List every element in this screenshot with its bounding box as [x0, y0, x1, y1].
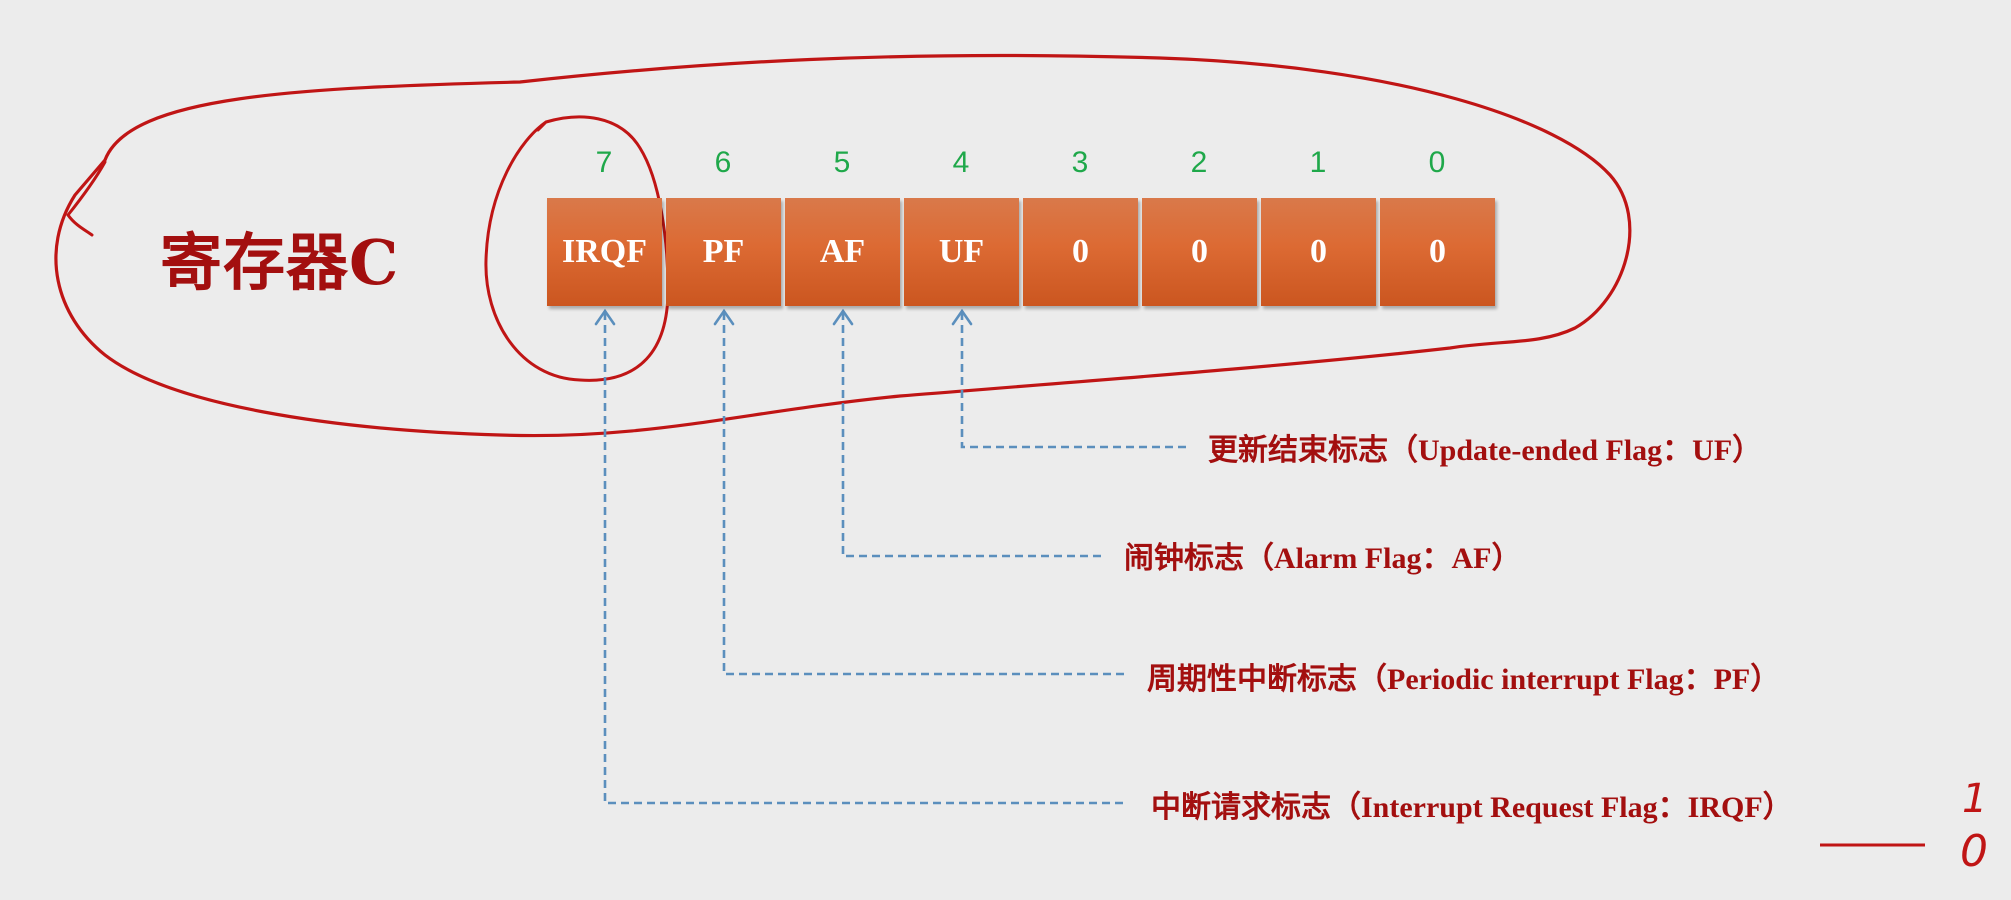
bit-cell-af: AF [785, 198, 900, 306]
bit-index-7: 7 [595, 146, 613, 179]
pf-description: 周期性中断标志（Periodic interrupt Flag：PF） [1147, 663, 1781, 696]
af-arrow-line [841, 312, 1105, 558]
handwritten-value-0: 0 [1960, 826, 1988, 877]
irqf-description: 中断请求标志（Interrupt Request Flag：IRQF） [1151, 791, 1793, 824]
irqf-circle-annotation [484, 115, 670, 382]
bit-cell-3: 0 [1023, 198, 1138, 306]
pf-arrowhead [713, 308, 735, 326]
bit-index-1: 1 [1309, 146, 1327, 179]
bit-cell-pf: PF [666, 198, 781, 306]
bit-cell-1: 0 [1261, 198, 1376, 306]
irqf-arrow-line [603, 312, 1128, 805]
uf-description: 更新结束标志（Update-ended Flag：UF） [1208, 434, 1763, 467]
bit-cell-0: 0 [1380, 198, 1495, 306]
register-ellipse-annotation [54, 53, 1632, 438]
bit-index-3: 3 [1071, 146, 1089, 179]
pf-arrow-line [722, 312, 1128, 676]
bit-index-4: 4 [952, 146, 970, 179]
register-title: 寄存器C [160, 226, 400, 299]
bit-cell-2: 0 [1142, 198, 1257, 306]
bit-index-2: 2 [1190, 146, 1208, 179]
irqf-arrowhead [594, 308, 616, 326]
bit-index-5: 5 [833, 146, 851, 179]
ellipse-tick-annotation [66, 160, 107, 237]
bit-index-6: 6 [714, 146, 732, 179]
handwritten-value-1: 1 [1962, 776, 1988, 822]
af-description: 闹钟标志（Alarm Flag：AF） [1124, 542, 1522, 575]
bit-cell-uf: UF [904, 198, 1019, 306]
af-arrowhead [832, 308, 854, 326]
uf-arrowhead [951, 308, 973, 326]
bit-index-0: 0 [1428, 146, 1446, 179]
uf-arrow-line [960, 312, 1190, 449]
bit-cell-irqf: IRQF [547, 198, 662, 306]
